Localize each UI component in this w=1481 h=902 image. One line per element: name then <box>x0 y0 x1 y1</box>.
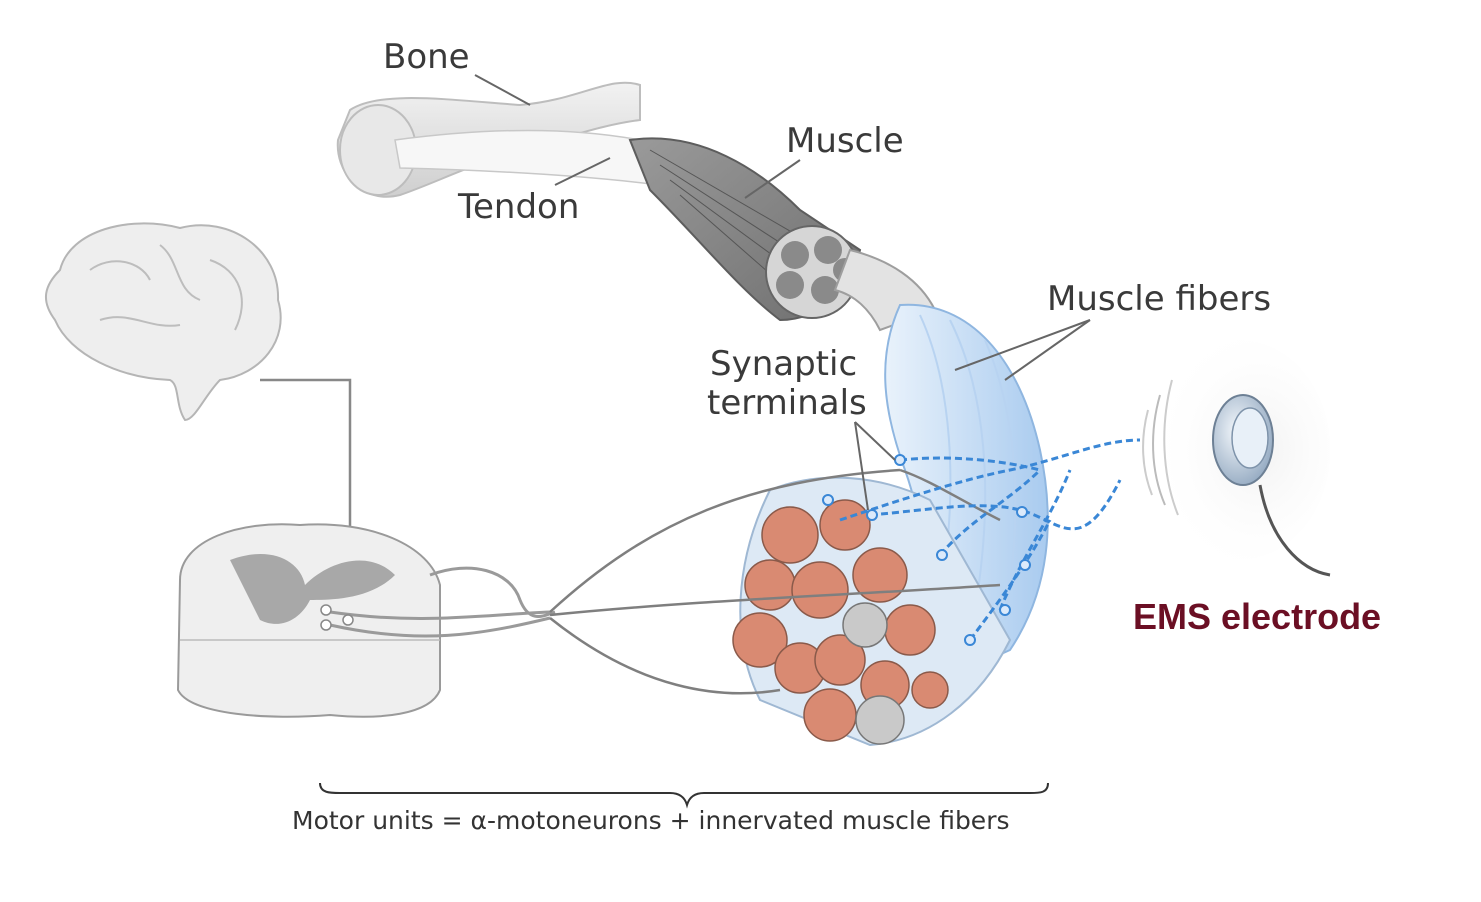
motor-units-bracket <box>319 782 1049 809</box>
brain-shape <box>45 222 282 422</box>
muscle-label: Muscle <box>786 121 904 161</box>
tendon-label: Tendon <box>458 187 580 227</box>
muscle-shape <box>628 137 862 322</box>
synaptic-terminals-label-line1: Synaptic <box>710 344 858 384</box>
axon-lines <box>549 468 1001 695</box>
synaptic-terminal-dots <box>822 454 1031 646</box>
bone-label: Bone <box>383 37 470 77</box>
synaptic-terminals-label-line2: terminals <box>707 383 867 423</box>
spinal-cord-shape <box>176 523 441 718</box>
muscle-fibers-label: Muscle fibers <box>1047 279 1272 319</box>
ems-electrode-label: EMS electrode <box>1133 596 1382 637</box>
motoneuron-dots <box>320 604 354 631</box>
nerve-roots <box>329 566 556 638</box>
synaptic-branches <box>839 438 1141 641</box>
fascicle-bundle <box>732 476 1012 747</box>
ems-electrode-shape <box>1142 340 1331 577</box>
motor-units-caption: Motor units = α-motoneurons + innervated… <box>292 806 1010 835</box>
leader-lines <box>474 74 1091 511</box>
